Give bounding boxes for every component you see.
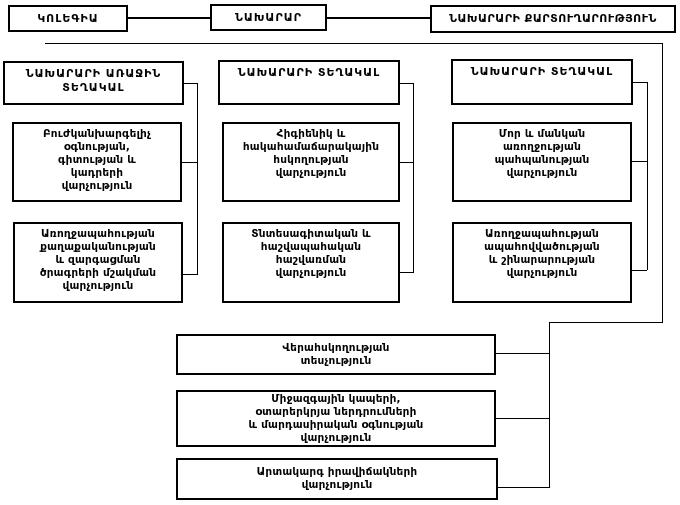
connector-right-dept2-stub [632,270,647,271]
box-minister-secretariat: ՆԱԽԱՐԱՐԻ ՔԱՐՏՈՒՂԱՐՈՒԹՅՈՒՆ [430,5,676,33]
connector-middle-spine [413,83,414,273]
connector-left-deputy-stub [184,83,197,84]
connector-bottom-elbow [549,322,663,323]
connector-bottom3-stub [498,487,549,488]
box-deputy-minister-2: ՆԱԽԱՐԱՐԻ ՏԵՂԱԿԱԼ [218,60,400,105]
connector-middle-dept1-stub [400,162,413,163]
box-dept-health-policy: Առողջապահության քաղաքականության և զարգաց… [13,222,183,303]
box-dept-emergency-situations: Արտակարգ իրավիճակների վարչություն [176,458,498,500]
connector-right-dept1-stub [632,161,647,162]
connector-left-spine [197,83,198,275]
connector-right-descender [662,43,663,323]
box-deputy-minister-3: ՆԱԽԱՐԱՐԻ ՏԵՂԱԿԱԼ [451,59,633,105]
connector-left-dept1-stub [182,162,197,163]
connector-middle-deputy-stub [400,83,413,84]
connector-right-deputy-stub [633,82,647,83]
connector-left-dept2-stub [183,274,197,275]
box-minister: ՆԱԽԱՐԱՐ [210,4,327,31]
connector-middle-dept2-stub [400,272,413,273]
box-supervision-inspectorate: Վերահսկողության տեսչություն [176,334,496,375]
box-dept-health-provision-construction: Առողջապահության ապահովվածության և շինարա… [452,222,632,303]
box-dept-economic-accounting: Տնտեսագիտական և հաշվապահական հաշվառման վ… [222,222,400,303]
box-dept-international-relations: Միջազգային կապերի, օտարերկրյա ներդրումնե… [176,390,496,447]
connector-right-spine [647,82,648,270]
box-collegium: ԿՈԼԵԳԻԱ [8,5,128,32]
connector-bottom2-stub [496,418,549,419]
connector-collegium-minister [128,17,210,19]
connector-minister-secretariat [327,17,430,19]
box-dept-mother-child-health: Մոր և մանկան առողջության պահպանության վա… [452,122,632,202]
box-first-deputy-minister: ՆԱԽԱՐԱՐԻ ԱՌԱՋԻՆ ՏԵՂԱԿԱԼ [3,61,184,105]
connector-bottom1-stub [496,353,549,354]
connector-top-rail [45,43,663,44]
box-dept-hygiene-epidemic: Հիգիենիկ և հակահամաճարակային հսկողության… [222,122,400,202]
connector-bottom-spine [549,322,550,488]
box-dept-medical-preventive: Բուժկանխարգելիչ օգնության, գիտության և կ… [12,122,182,202]
